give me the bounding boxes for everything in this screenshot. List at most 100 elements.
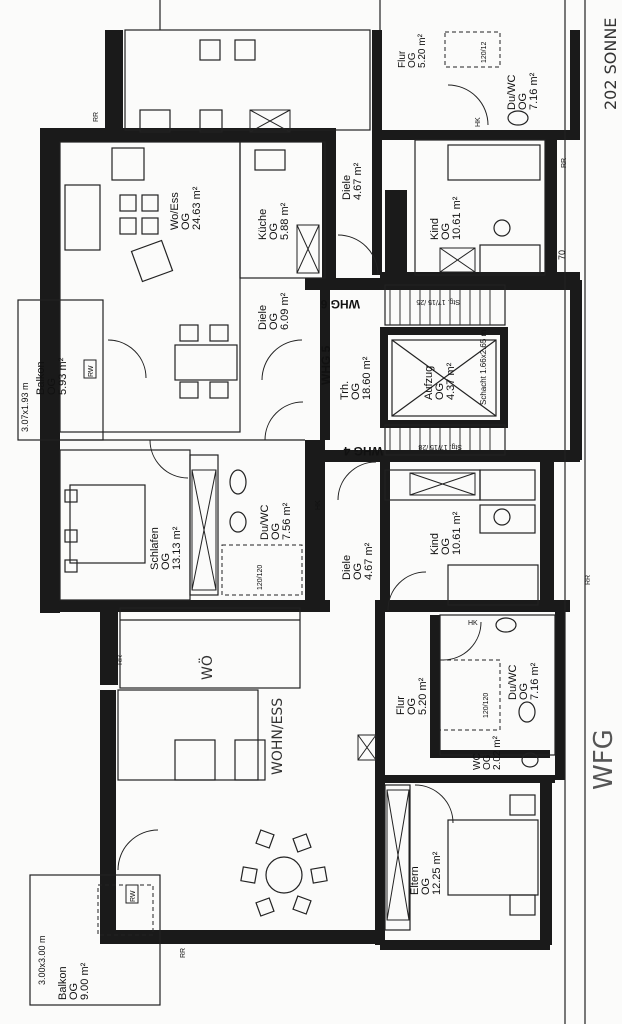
rr-symbol: RR [561, 158, 568, 168]
room-floor: OG [434, 383, 446, 400]
room-name: Kind [429, 218, 441, 240]
handwritten-right-edge: 202 SONNE [601, 18, 620, 110]
handwritten-wohn-ess: WOHN/ESS [270, 698, 286, 775]
dimension-70: 70 [557, 250, 567, 260]
room-floor: OG [268, 223, 280, 240]
handwritten-wfg: WFG [589, 729, 619, 790]
room-floor: OG [270, 523, 282, 540]
svg-text:Trh. OG 18.60 m²: Trh. OG 18.60 m² [339, 356, 373, 400]
room-name: Kind [429, 533, 441, 555]
room-floor: OG [46, 378, 58, 395]
room-name: Flur [397, 50, 408, 68]
room-name: Du/WC [259, 505, 271, 541]
furniture [64, 39, 541, 917]
room-name: Du/WC [506, 75, 518, 111]
walls [40, 30, 582, 950]
room-floor: OG [407, 52, 418, 68]
room-floor: OG [406, 698, 418, 715]
svg-text:Kind OG 10.61 m²: Kind OG 10.61 m² [429, 196, 463, 240]
svg-text:Wo/Ess OG 24.63 m²: Wo/Ess OG 24.63 m² [169, 186, 203, 230]
room-area: 18.60 m² [361, 356, 373, 400]
room-area: 4.67 m² [352, 162, 364, 200]
hk-symbol: HK [315, 500, 322, 510]
balkon-dims: 3.07x1.93 m [20, 382, 30, 432]
room-floor: OG [517, 93, 529, 110]
room-floor: OG [350, 383, 362, 400]
unit-label-whg5: WHG 5 [319, 345, 333, 385]
room-area: 9.00 m² [79, 962, 91, 1000]
unit-label-whg6: WHG 6 [320, 297, 360, 311]
door-swings [107, 84, 489, 871]
room-floor: OG [352, 563, 364, 580]
room-floor: OG [268, 313, 280, 330]
svg-text:Du/WC OG 7.16 m²: Du/WC OG 7.16 m² [507, 661, 541, 700]
stair-treads [389, 290, 491, 450]
svg-text:Kind OG 10.61 m²: Kind OG 10.61 m² [429, 511, 463, 555]
room-name: Diele [257, 305, 269, 330]
room-area: 5.88 m² [279, 202, 291, 240]
rr-symbol: RR [180, 948, 187, 958]
room-name: Diele [341, 555, 353, 580]
room-labels: Wo/Ess OG 24.63 m² Küche OG 5.88 m² Diel… [20, 33, 541, 1000]
elevator-shaft-cross [391, 339, 497, 417]
room-floor: OG [420, 878, 432, 895]
room-area: 4.67 m² [363, 542, 375, 580]
svg-text:Diele 4.67 m²: Diele 4.67 m² [341, 162, 364, 200]
handwritten-woe: WÖ [198, 655, 216, 680]
room-area: 10.61 m² [451, 511, 463, 555]
svg-text:Aufzug OG 4.37 m²: Aufzug OG 4.37 m² [423, 362, 457, 400]
svg-text:Flur OG 5.20 m²: Flur OG 5.20 m² [395, 677, 429, 715]
stair-label-bottom: Stg. 17/15 /28 [418, 443, 462, 450]
unit-labels: WHG 6 WHG 5 WHG 4 [319, 297, 383, 458]
rw-symbol: RW [130, 890, 137, 902]
room-floor: OG [440, 223, 452, 240]
hk-symbol: HK [475, 117, 482, 127]
room-area: 7.56 m² [281, 502, 293, 540]
svg-text:WC OG 2.02 m²: WC OG 2.02 m² [472, 735, 503, 770]
svg-text:Schlafen OG 13.13: Schlafen OG 13.13 m² [149, 524, 183, 570]
svg-text:Küche OG 5.88 m²: Küche OG 5.88 m² [257, 202, 291, 240]
room-name: Trh. [339, 381, 351, 400]
room-floor: OG [518, 683, 530, 700]
shower-size: 120/120 [257, 565, 264, 590]
room-area: 7.16 m² [528, 72, 540, 110]
cabinets [191, 109, 476, 921]
balkon-dims: 3.00x3.00 m [37, 935, 47, 985]
svg-text:Du/WC OG 7.56 m²: Du/WC OG 7.56 m² [259, 501, 293, 540]
svg-text:Flur OG 5.20 m²: Flur OG 5.20 m² [397, 33, 428, 68]
room-area: 5.20 m² [417, 677, 429, 715]
room-floor: OG [160, 553, 172, 570]
room-area: 4.37 m² [445, 362, 457, 400]
room-area: 10.61 m² [451, 196, 463, 240]
room-name: Eltern [409, 866, 421, 895]
room-name: Wo/Ess [169, 192, 181, 230]
room-floor: OG [180, 213, 192, 230]
room-name: Küche [257, 209, 269, 240]
room-name: Diele [341, 175, 353, 200]
symbols: RR RR RR RR RR RW RW HK HK HK 120/120 12… [83, 41, 592, 958]
room-name: Flur [395, 696, 407, 715]
rr-symbol: RR [585, 575, 592, 585]
room-area: 7.16 m² [529, 662, 541, 700]
thin-lines [17, 0, 586, 1024]
rr-symbol: RR [93, 112, 100, 122]
svg-text:Balkon OG 9.00 m²: Balkon OG 9.00 m² [57, 962, 91, 1000]
svg-text:Eltern OG 12.25 m²: Eltern OG 12.25 m² [409, 851, 443, 895]
room-area: 6.09 m² [279, 292, 291, 330]
room-name: Balkon [35, 361, 47, 395]
room-floor: OG [68, 983, 80, 1000]
room-name: WC [472, 753, 483, 770]
stair-labels: Stg. 17/15 /25 Stg. 17/15 /28 [416, 298, 462, 450]
room-floor: OG [482, 754, 493, 770]
room-area: 2.02 m² [492, 735, 503, 770]
room-name: Balkon [57, 966, 69, 1000]
room-floor: OG [440, 538, 452, 555]
rr-symbol: RR [117, 655, 124, 665]
rw-symbol: RW [88, 365, 95, 377]
room-area: 5.20 m² [417, 33, 428, 68]
svg-text:Du/WC OG 7.16 m²: Du/WC OG 7.16 m² [506, 71, 540, 110]
handwritten-notes: WOHN/ESS WÖ WFG 202 SONNE [198, 18, 620, 790]
stair-label-top: Stg. 17/15 /25 [416, 298, 460, 305]
